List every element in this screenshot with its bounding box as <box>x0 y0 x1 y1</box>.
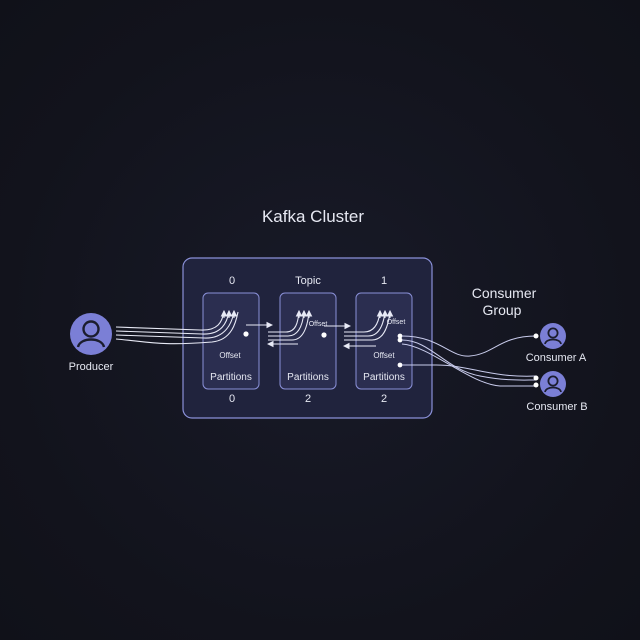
cluster-title: Kafka Cluster <box>262 207 364 226</box>
topic-label: Topic <box>295 275 321 287</box>
consumer-b-label: Consumer B <box>526 401 587 413</box>
partition-1-up-arrows <box>295 309 313 318</box>
offset-marker-2a <box>397 333 403 339</box>
user-icon <box>540 371 566 397</box>
consumer-a-label: Consumer A <box>526 352 587 364</box>
partition-2-up-arrows <box>376 309 394 318</box>
partition-offset-label-0: Offset <box>219 351 241 360</box>
user-icon <box>70 313 112 355</box>
partition-name-2: Partitions <box>363 372 405 383</box>
offset-marker-2b <box>397 337 403 343</box>
consumer-a-connector <box>533 333 539 339</box>
offset-marker-1 <box>321 332 327 338</box>
partition-offset-label-2b: Offset <box>373 351 395 360</box>
cluster-top-number-1: 1 <box>381 275 387 287</box>
consumer-group-title-line2: Group <box>483 302 522 318</box>
partition-name-0: Partitions <box>210 372 252 383</box>
user-icon <box>540 323 566 349</box>
partition-box-1 <box>279 292 337 390</box>
cluster-bottom-number-2: 2 <box>381 393 387 405</box>
cluster-top-number-0: 0 <box>229 275 235 287</box>
consumer-group-title-line1: Consumer <box>472 285 537 301</box>
consumer-flow-lines <box>401 335 537 387</box>
partition-box-0 <box>202 292 260 390</box>
producer-label: Producer <box>69 361 114 373</box>
partition-offset-label-2: Offset <box>387 319 406 326</box>
offset-marker-2c <box>397 362 403 368</box>
partition-name-1: Partitions <box>287 372 329 383</box>
cluster-bottom-number-0: 0 <box>229 393 235 405</box>
consumer-b-connector-1 <box>533 375 539 381</box>
partition-0-up-arrows <box>220 309 238 318</box>
cluster-bottom-number-1: 2 <box>305 393 311 405</box>
partition-offset-label-1: Offset <box>309 321 328 328</box>
offset-marker-0 <box>243 331 249 337</box>
consumer-b-connector-2 <box>533 382 539 388</box>
